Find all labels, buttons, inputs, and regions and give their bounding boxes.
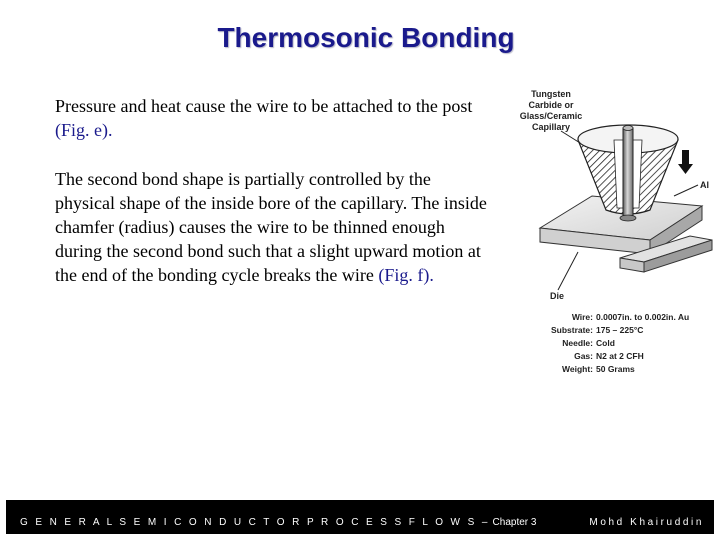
spec-needle-value: Cold xyxy=(596,338,615,348)
die-leader-line xyxy=(557,251,579,291)
spec-wire-value: 0.0007in. to 0.002in. Au xyxy=(596,312,689,322)
thermosonic-bonding-diagram: Tungsten Carbide or Glass/Ceramic Capill… xyxy=(520,89,713,374)
al-leader-line xyxy=(673,184,699,197)
paragraph-second-bond: The second bond shape is partially contr… xyxy=(55,167,495,287)
capillary-label-line-3: Glass/Ceramic xyxy=(520,111,583,121)
bonding-wire-top xyxy=(622,125,634,131)
spec-needle-label: Needle: xyxy=(562,338,593,348)
spec-wire-label: Wire: xyxy=(572,312,593,322)
footer-chapter: Chapter 3 xyxy=(489,517,537,528)
al-label: Al xyxy=(700,180,709,190)
spec-weight-label: Weight: xyxy=(562,364,593,374)
footer-bar xyxy=(6,502,714,534)
force-arrow-head xyxy=(678,164,693,174)
capillary-label-line-4: Capillary xyxy=(532,122,570,132)
spec-substrate-label: Substrate: xyxy=(551,325,593,335)
fig-e-reference: (Fig. e). xyxy=(55,120,113,140)
spec-gas-value: N2 at 2 CFH xyxy=(596,351,644,361)
wire-bond-ball xyxy=(619,214,637,222)
slide-title: Thermosonic Bonding xyxy=(217,22,515,53)
force-arrow-shaft xyxy=(682,150,689,164)
spec-weight-value: 50 Grams xyxy=(596,364,635,374)
fig-f-reference: (Fig. f). xyxy=(378,265,434,285)
paragraph-2-text: The second bond shape is partially contr… xyxy=(55,169,487,285)
footer-divider xyxy=(6,500,714,502)
spec-substrate-value: 175 – 225°C xyxy=(596,325,643,335)
paragraph-pressure-heat: Pressure and heat cause the wire to be a… xyxy=(55,94,495,142)
bonding-wire xyxy=(622,127,634,219)
footer-author: Mohd Khairuddin xyxy=(589,517,704,528)
die-label: Die xyxy=(550,291,564,301)
substrate-side-face xyxy=(643,239,713,273)
footer-course-name: G E N E R A L S E M I C O N D U C T O R … xyxy=(20,517,490,528)
spec-gas-label: Gas: xyxy=(574,351,593,361)
footer-course-title: G E N E R A L S E M I C O N D U C T O R … xyxy=(20,517,536,528)
paragraph-1-text: Pressure and heat cause the wire to be a… xyxy=(55,96,473,116)
capillary-label-line-1: Tungsten xyxy=(531,89,571,99)
capillary-label-line-2: Carbide or xyxy=(528,100,574,110)
